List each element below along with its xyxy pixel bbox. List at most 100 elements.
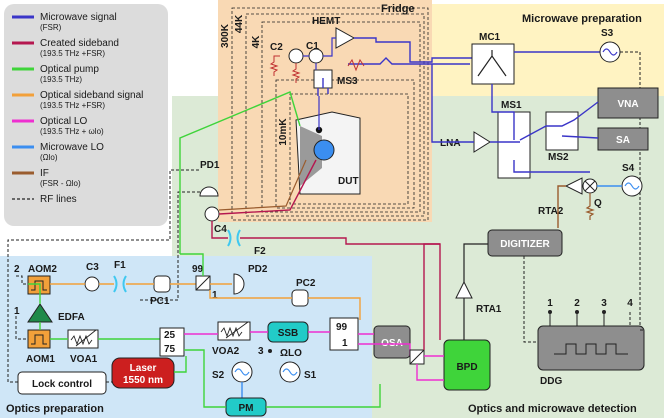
legend-label-2: Optical pump bbox=[40, 64, 99, 75]
s1-label: S1 bbox=[304, 370, 317, 381]
aom2-pulse-icon bbox=[31, 280, 47, 291]
f2-label: F2 bbox=[254, 246, 266, 257]
s1-sine-icon bbox=[282, 368, 298, 376]
rf-lines-aom-ports bbox=[15, 275, 28, 340]
voa2-icon bbox=[220, 321, 249, 339]
splitter-75-label: 75 bbox=[164, 344, 176, 355]
s4-label: S4 bbox=[622, 163, 635, 174]
legend-sublabel-1: (193.5 THz +FSR) bbox=[40, 49, 105, 58]
rf-line-digitizer-ddg bbox=[523, 256, 538, 343]
fridge-attenuator-1 bbox=[347, 58, 365, 72]
laser-label-line1: Laser bbox=[130, 363, 157, 374]
dut-inner-boundary bbox=[289, 93, 409, 205]
pd2-label: PD2 bbox=[248, 264, 268, 275]
aom2-modulator bbox=[27, 275, 51, 295]
voa2-label: VOA2 bbox=[212, 346, 240, 357]
rf-line-s3 bbox=[620, 51, 641, 330]
legend-label-5: Microwave LO bbox=[40, 142, 104, 153]
legend-label-0: Microwave signal bbox=[40, 12, 117, 23]
voa1-attenuator bbox=[67, 329, 99, 349]
laser-source bbox=[111, 357, 175, 389]
lock-control-box bbox=[17, 371, 107, 395]
stage-300k-boundary bbox=[231, 7, 429, 221]
voa1-icon bbox=[70, 329, 97, 347]
sa-label: SA bbox=[616, 135, 630, 146]
legend-sublabel-0: (FSR) bbox=[40, 23, 62, 32]
lock-control-label: Lock control bbox=[32, 379, 92, 390]
optical-sideband-line-to-combiner bbox=[423, 243, 440, 350]
ddg-port-stems bbox=[549, 312, 605, 326]
bpd-label: BPD bbox=[456, 362, 477, 373]
pm-label: PM bbox=[239, 403, 254, 414]
microwave-line-mc1-ms1 bbox=[491, 84, 515, 140]
aom1-label: AOM1 bbox=[26, 354, 55, 365]
edfa-label: EDFA bbox=[58, 312, 85, 323]
ddg-port-4: 4 bbox=[627, 298, 633, 309]
digitizer-instrument bbox=[487, 229, 563, 257]
c4-circulator bbox=[204, 206, 220, 222]
legend-label-3: Optical sideband signal bbox=[40, 90, 143, 101]
s3-sine-icon bbox=[602, 48, 618, 56]
splitter-99-b-label: 99 bbox=[336, 322, 348, 333]
splitter-25-label: 25 bbox=[164, 330, 176, 341]
ddg-port-3: 3 bbox=[601, 298, 607, 309]
optical-sideband-line-dut bbox=[218, 159, 317, 215]
ssb-port-dot bbox=[268, 349, 272, 353]
stage-300k-label: 300K bbox=[220, 23, 231, 48]
microwave-line-ms1-ms2 bbox=[519, 101, 599, 141]
pd2-detector bbox=[233, 273, 245, 295]
microwave-line-lna bbox=[431, 64, 520, 143]
optical-pump-line-splitter-pm bbox=[184, 349, 226, 408]
ssb-port-label: 3 bbox=[258, 346, 264, 357]
if-line-termination bbox=[585, 193, 595, 220]
pc1-label: PC1 bbox=[150, 296, 170, 307]
omega-lo-label: ΩLO bbox=[280, 348, 302, 359]
osa-instrument bbox=[373, 325, 411, 359]
laser-label-line2: 1550 nm bbox=[123, 375, 163, 386]
aom1-modulator bbox=[27, 329, 51, 349]
optical-pump-line-edfa bbox=[28, 283, 41, 304]
optical-line-laser-splitter bbox=[174, 356, 187, 373]
optical-lines-to-bpd bbox=[416, 355, 444, 381]
microwave-line-c2-c1 bbox=[303, 37, 336, 57]
ddg-label: DDG bbox=[540, 376, 562, 387]
legend-sublabel-4: (193.5 THz + ωlo) bbox=[40, 127, 104, 136]
sa-instrument bbox=[597, 127, 649, 151]
stage-10mk-label: 10mK bbox=[278, 118, 289, 146]
rf-line-ddg-4 bbox=[629, 312, 644, 331]
ddg-port-dot-2 bbox=[575, 310, 579, 314]
pc2-label: PC2 bbox=[296, 278, 316, 289]
s3-label: S3 bbox=[601, 28, 614, 39]
legend-panel bbox=[4, 4, 168, 226]
optical-sideband-line-c4-f2 bbox=[211, 221, 441, 340]
hemt-label: HEMT bbox=[312, 16, 340, 27]
optical-pump-line-pm-out bbox=[266, 384, 381, 408]
optics-prep-title: Optics preparation bbox=[6, 403, 104, 415]
f2-filter bbox=[227, 229, 241, 247]
mc1-coupler-lines bbox=[477, 50, 507, 77]
ddg-port-1: 1 bbox=[547, 298, 553, 309]
ms2-label: MS2 bbox=[548, 152, 569, 163]
legend-sublabel-5: (Ωlo) bbox=[40, 153, 58, 162]
optical-sideband-line-pc2 bbox=[209, 290, 361, 320]
splitter-99-label: 99 bbox=[192, 264, 204, 275]
legend-label-6: IF bbox=[40, 168, 49, 179]
splitter-99-1-b bbox=[329, 317, 359, 351]
stage-4k-label: 4K bbox=[251, 35, 262, 49]
aom1-pulse-icon bbox=[31, 334, 47, 345]
s4-sine-icon bbox=[624, 182, 640, 190]
c3-label: C3 bbox=[86, 262, 99, 273]
rf-line-pd1 bbox=[138, 191, 200, 301]
dut-label: DUT bbox=[338, 176, 359, 187]
dut-resonator bbox=[313, 139, 335, 161]
ssb-label: SSB bbox=[278, 328, 299, 339]
dut-cavity-wedge bbox=[300, 126, 322, 186]
c4-label: C4 bbox=[214, 224, 227, 235]
s2-sine-icon bbox=[234, 368, 250, 376]
if-line-dut bbox=[218, 159, 307, 211]
rf-line-lock-control bbox=[7, 169, 200, 383]
bpd-detector bbox=[443, 339, 491, 391]
stage-44k-label: 44K bbox=[234, 14, 245, 33]
